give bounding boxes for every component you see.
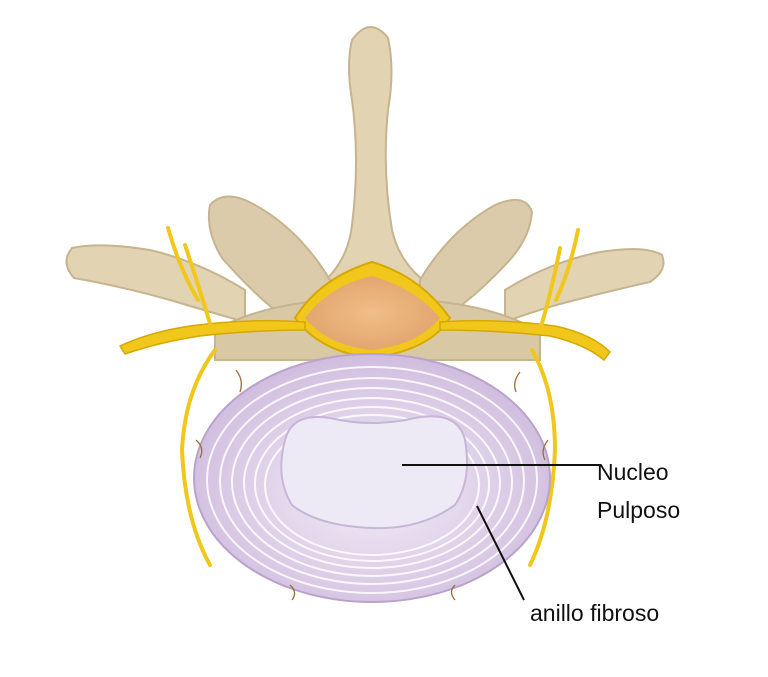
left-transverse-process (65, 244, 246, 324)
right-articular-process (419, 198, 534, 312)
nucleus-label-line1: Nucleo (597, 459, 669, 485)
left-nerve-root (118, 319, 306, 355)
annulus-leader-line (476, 505, 525, 601)
spinal-cord (305, 276, 440, 350)
right-nerve-root (439, 319, 611, 362)
right-transverse-process (504, 248, 665, 324)
blood-vessels (195, 369, 549, 601)
annulus-rings (206, 366, 538, 594)
nerve-branches (166, 226, 580, 567)
spinous-process (317, 26, 434, 286)
nucleus-pulposus (280, 415, 468, 530)
annulus-label: anillo fibroso (530, 600, 660, 626)
nucleus-label-line2: Pulposo (597, 497, 681, 523)
left-articular-process (207, 195, 331, 312)
